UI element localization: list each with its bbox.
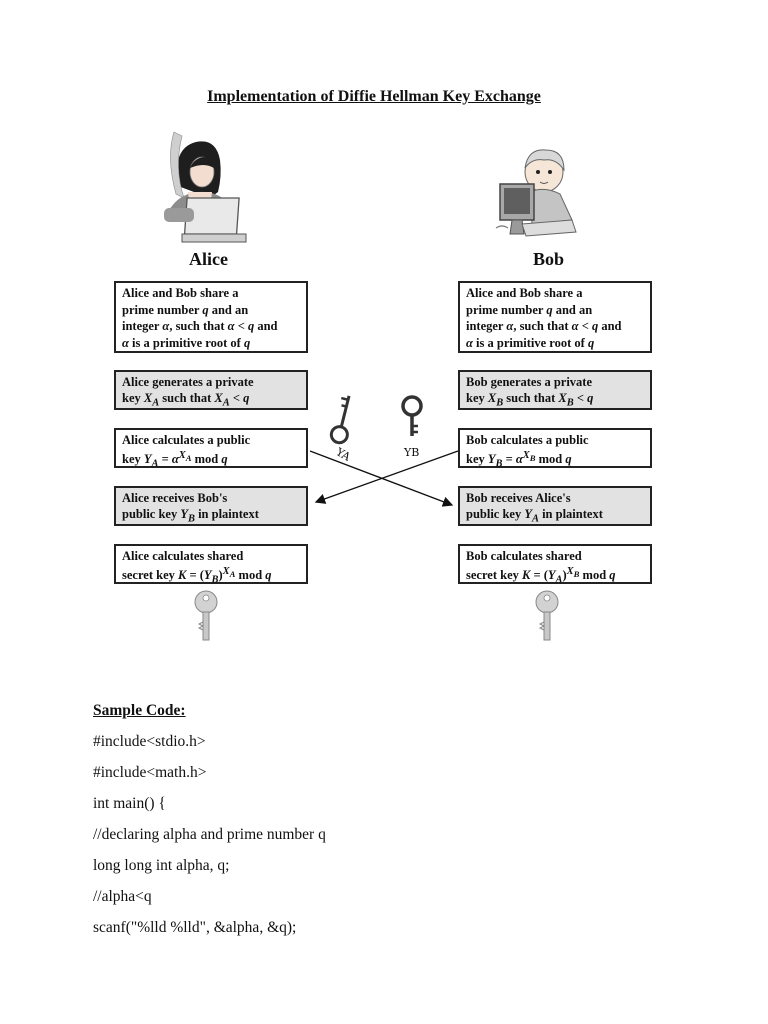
code-line: long long int alpha, q; (93, 857, 230, 874)
key-icon (401, 395, 423, 436)
arrow-bob-to-alice (314, 450, 459, 504)
sample-code-heading: Sample Code: (93, 702, 186, 719)
key-icon (535, 590, 559, 641)
code-line: //declaring alpha and prime number q (93, 826, 326, 843)
bob-label: Bob (533, 249, 565, 269)
code-line: scanf("%lld %lld", &alpha, &q); (93, 919, 297, 936)
code-line: #include<stdio.h> (93, 733, 206, 750)
key-label-yb: YB (404, 446, 420, 459)
key-icon (194, 590, 218, 641)
code-line: //alpha<q (93, 888, 152, 905)
key-icon (329, 395, 351, 445)
page-title: Implementation of Diffie Hellman Key Exc… (207, 88, 541, 105)
bob-illustration (495, 149, 577, 237)
exchange-arrows (194, 395, 559, 641)
code-line: int main() { (93, 795, 166, 812)
code-line: #include<math.h> (93, 764, 207, 781)
sample-code-section: Sample Code: #include<stdio.h> #include<… (93, 700, 713, 948)
alice-illustration (164, 131, 247, 243)
alice-label: Alice (189, 249, 228, 269)
